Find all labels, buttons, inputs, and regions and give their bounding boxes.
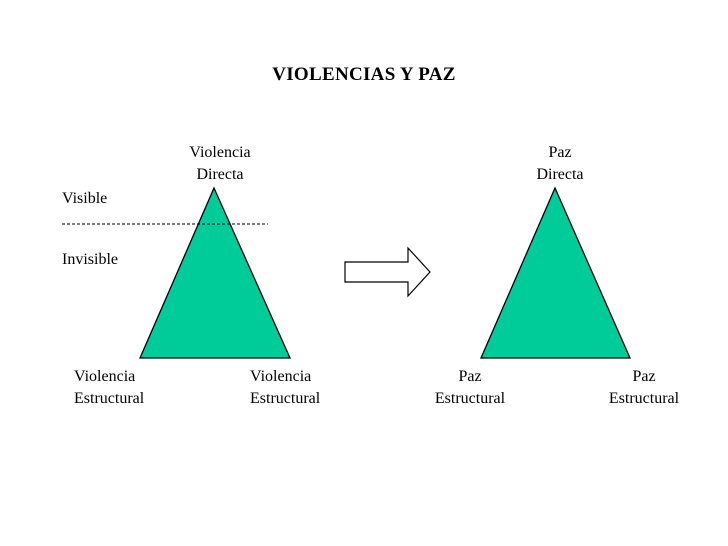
left-bottom-left-label: Violencia Estructural <box>74 368 145 407</box>
visible-label: Visible <box>62 190 108 207</box>
right-triangle <box>480 186 631 359</box>
left-top-label: Violencia Directa <box>189 144 251 183</box>
right-bottom-right-label: Paz Estructural <box>608 368 680 407</box>
slide-title: VIOLENCIAS Y PAZ <box>272 64 456 85</box>
left-triangle <box>139 186 292 359</box>
right-bottom-left-label: Paz Estructural <box>434 368 506 407</box>
right-top-label: Paz Directa <box>536 144 584 183</box>
right-arrow-icon <box>344 246 431 298</box>
left-bottom-right-label: Violencia Estructural <box>250 368 321 407</box>
invisible-label: Invisible <box>62 251 118 268</box>
